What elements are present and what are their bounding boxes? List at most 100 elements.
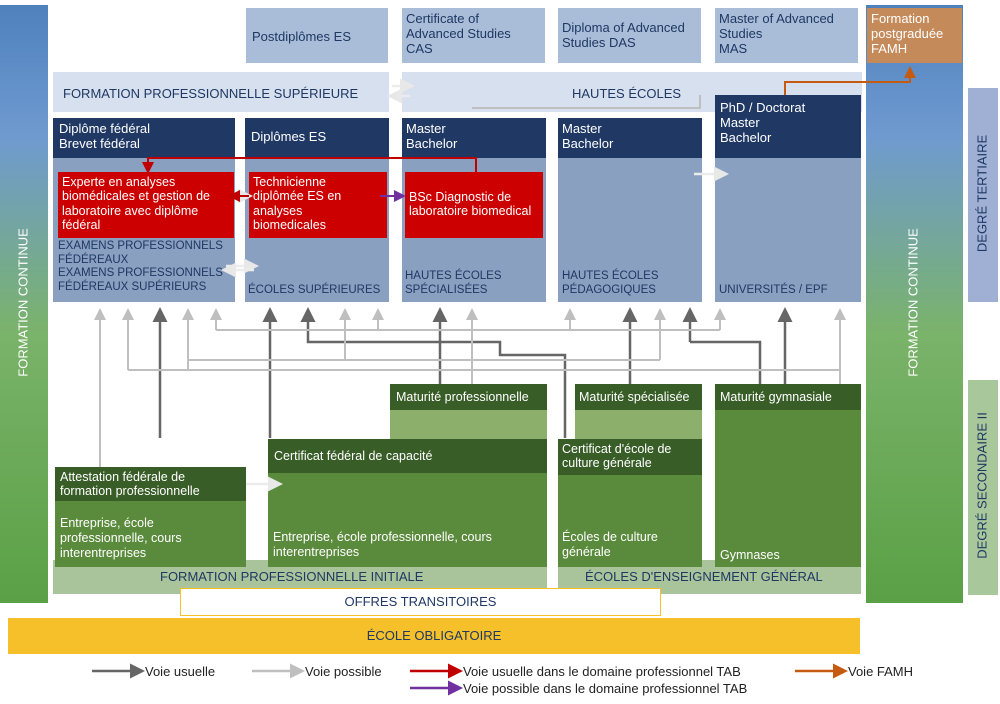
legend-tab-usual-label: Voie usuelle dans le domaine professionn… xyxy=(463,664,741,679)
hes-header: Master Bachelor xyxy=(402,118,546,158)
fps-band: FORMATION PROFESSIONNELLE SUPÉRIEURE xyxy=(53,72,389,112)
arrow-possible xyxy=(472,95,701,109)
white-arrows xyxy=(221,78,729,492)
das-line: Diploma of Advanced xyxy=(562,20,685,35)
footer-line: ÉCOLES SUPÉRIEURES xyxy=(248,284,381,296)
cfc-header: Certificat fédéral de capacité xyxy=(268,439,547,473)
offres-transitoires-label: OFFRES TRANSITOIRES xyxy=(344,594,497,609)
diplomes-es-header: Diplômes ES xyxy=(245,118,389,158)
arrow-famh xyxy=(784,66,916,95)
header-line: culture générale xyxy=(562,456,652,471)
header-line: Diplôme fédéral xyxy=(59,121,151,136)
red-line: laboratoire biomedical xyxy=(409,204,532,219)
arrow-usual xyxy=(300,307,567,438)
maturite-gymnasiale-label: Maturité gymnasiale xyxy=(720,390,832,404)
he-band-label: HAUTES ÉCOLES xyxy=(572,86,682,101)
maturite-pro-label: Maturité professionnelle xyxy=(396,390,529,404)
red-line: Experte en analyses xyxy=(62,175,176,189)
postdiplomes-es-box: Postdiplômes ES xyxy=(246,8,388,63)
diplomes-es-label: Diplômes ES xyxy=(251,129,327,144)
mas-line: Studies xyxy=(719,25,763,41)
footer-line: EXAMENS PROFESSIONNELS xyxy=(58,240,223,252)
cas-line: CAS xyxy=(406,40,433,56)
fps-band-label: FORMATION PROFESSIONNELLE SUPÉRIEURE xyxy=(63,86,359,101)
formation-continue-right-column: FORMATION CONTINUE xyxy=(866,5,963,603)
hes-footer: HAUTES ÉCOLES SPÉCIALISÉES xyxy=(405,270,545,297)
legend-possible-label: Voie possible xyxy=(305,664,382,679)
famh-box: Formation postgraduée FAMH xyxy=(867,8,962,63)
mas-line: Master of Advanced xyxy=(719,11,834,26)
body-line: interentreprises xyxy=(273,545,360,559)
das-box: Diploma of Advanced Studies DAS xyxy=(558,8,701,63)
red-line: Technicienne xyxy=(253,175,326,189)
afp-header: Attestation fédérale de formation profes… xyxy=(55,467,246,501)
legend-usual-label: Voie usuelle xyxy=(145,664,215,679)
legend-famh-label: Voie FAMH xyxy=(848,664,913,679)
arrows-tab-usual xyxy=(142,157,477,202)
technicienne-es-box: Technicienne diplômée ES en analyses bio… xyxy=(249,172,387,238)
expert-biomedical-box: Experte en analyses biomédicales et gest… xyxy=(58,172,234,238)
header-line: Attestation fédérale de xyxy=(60,470,186,484)
arrow-usual xyxy=(690,340,762,384)
bsc-diagnostic-box: BSc Diagnostic de laboratoire biomedical xyxy=(405,172,543,238)
body-line: générale xyxy=(562,545,611,559)
cas-line: Advanced Studies xyxy=(406,25,511,41)
header-line: Bachelor xyxy=(406,135,458,151)
cecg-body: Écoles de culture générale xyxy=(562,530,702,560)
famh-line: Formation xyxy=(871,11,930,26)
cas-line: Certificate of xyxy=(406,11,479,26)
red-line: diplômée ES en xyxy=(253,189,342,204)
header-line: Master xyxy=(562,121,602,136)
offres-transitoires-box: OFFRES TRANSITOIRES xyxy=(180,588,661,616)
red-line: biomédicales et gestion de xyxy=(62,189,211,204)
cfc-body: Entreprise, école professionnelle, cours… xyxy=(273,530,543,560)
red-line: BSc Diagnostic de xyxy=(409,190,512,204)
body-line: Écoles de culture xyxy=(562,530,658,544)
federal-exams-footer: EXAMENS PROFESSIONNELS FÉDÉREAUX EXAMENS… xyxy=(58,240,238,294)
cfc-label: Certificat fédéral de capacité xyxy=(274,449,433,463)
formation-continue-left-column: FORMATION CONTINUE xyxy=(0,5,48,603)
maturite-specialisee-header: Maturité spécialisée xyxy=(575,384,702,410)
degre-tertiaire-bar: DEGRÉ TERTIAIRE xyxy=(968,88,998,302)
ecoles-superieures-footer: ÉCOLES SUPÉRIEURES xyxy=(248,284,388,297)
body-line: professionnelle, cours xyxy=(60,531,182,545)
footer-line: EXAMENS PROFESSIONNELS xyxy=(58,267,223,280)
red-line: biomedicales xyxy=(253,218,326,233)
arrows-possible xyxy=(94,95,846,467)
famh-line: postgraduée xyxy=(871,25,944,41)
degre-secondaire-bar: DEGRÉ SECONDAIRE II xyxy=(968,380,998,595)
body-line: interentreprises xyxy=(60,546,147,560)
header-line: Certificat d'école de xyxy=(562,442,672,456)
cecg-header: Certificat d'école de culture générale xyxy=(558,439,702,475)
postdiplomes-es-label: Postdiplômes ES xyxy=(252,29,351,44)
ecole-obligatoire-label: ÉCOLE OBLIGATOIRE xyxy=(366,628,502,643)
legend-tab-possible-label: Voie possible dans le domaine profession… xyxy=(463,681,747,696)
footer-line: PÉDAGOGIQUES xyxy=(562,283,656,296)
footer-line: UNIVERSITÉS / EPF xyxy=(719,284,828,296)
legend: Voie usuelle Voie possible Voie usuelle … xyxy=(92,663,913,696)
universites-header: PhD / Doctorat Master Bachelor xyxy=(715,95,861,158)
famh-line: FAMH xyxy=(871,40,908,56)
header-line: PhD / Doctorat xyxy=(720,100,806,115)
header-line: Bachelor xyxy=(562,135,614,151)
cas-box: Certificate of Advanced Studies CAS xyxy=(402,8,545,63)
red-line: fédéral xyxy=(62,218,101,233)
footer-line: FÉDÉREAUX SUPÉRIEURS xyxy=(58,280,207,293)
gymnases-column xyxy=(715,384,861,567)
header-line: Brevet fédéral xyxy=(59,135,140,151)
arrows-famh xyxy=(784,66,916,95)
maturite-specialisee-column xyxy=(575,410,702,440)
body-line: Entreprise, école xyxy=(60,516,154,530)
footer-line: HAUTES ÉCOLES xyxy=(562,270,659,282)
mas-line: MAS xyxy=(719,40,748,56)
header-line: Master xyxy=(720,114,760,130)
hep-footer: HAUTES ÉCOLES PÉDAGOGIQUES xyxy=(562,270,702,297)
header-line: Master xyxy=(406,121,446,136)
red-line: laboratoire avec diplôme xyxy=(62,203,199,218)
gymnases-label: Gymnases xyxy=(720,548,780,562)
afp-body: Entreprise, école professionnelle, cours… xyxy=(60,516,246,561)
header-line: Bachelor xyxy=(720,129,772,145)
footer-line: FÉDÉREAUX xyxy=(58,253,129,266)
red-line: analyses xyxy=(253,203,303,218)
